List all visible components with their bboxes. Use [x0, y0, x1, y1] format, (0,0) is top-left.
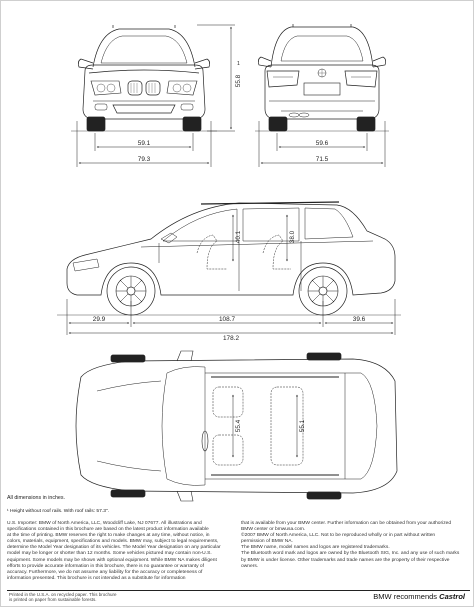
legal-line: accuracy. Furthermore, we do not assume …	[7, 569, 203, 575]
footer-legal: Printed in the U.S.A. on recycled paper.…	[9, 592, 239, 603]
footer-line: is printed on paper from sustainable for…	[9, 597, 97, 603]
legal-line: owners.	[241, 563, 259, 569]
dim-rear-overhang: 39.6	[353, 316, 366, 323]
dim-front-width: 79.3	[138, 156, 151, 163]
legal-line: that is available from your BMW center. …	[241, 521, 452, 526]
note-all-dimensions: All dimensions in inches.	[7, 495, 65, 501]
legal-line: ©2007 BMW of North America, LLC. Not to …	[241, 533, 436, 539]
dim-rear-track: 59.6	[316, 140, 329, 147]
legal-line: equipment. Some models may be shown with…	[7, 557, 217, 563]
dim-rear-shoulder: 55.1	[299, 419, 306, 432]
legal-line: by BMW is under license. Other trademark…	[241, 557, 450, 563]
dim-front-headroom: 40.1	[235, 230, 242, 243]
legal-line: The Bluetooth word mark and logos are ow…	[241, 551, 460, 557]
dim-wheelbase: 108.7	[219, 316, 235, 323]
dim-height: 55.8	[235, 74, 242, 87]
rear-view-drawing	[255, 24, 389, 132]
side-view-drawing	[57, 201, 401, 316]
legal-line: at the time of printing. BMW reserves th…	[7, 533, 210, 539]
footer-rule	[7, 590, 470, 591]
legal-line: determine the Model Year designation of …	[7, 545, 221, 551]
front-view-drawing	[71, 25, 217, 132]
legal-line: The BMW name, model names and logos are …	[241, 545, 390, 551]
legal-line: permission of BMW NA.	[241, 539, 293, 545]
legal-line: specifications contained in this brochur…	[7, 527, 209, 533]
note-height-footnote: ¹ Height without roof rails. With roof r…	[7, 509, 110, 514]
legal-line: BMW center or bmwusa.com.	[241, 527, 306, 533]
legal-left: U.S. Importer: BMW of North America, LLC…	[7, 521, 235, 582]
castrol-logo: Castrol	[439, 592, 465, 601]
legal-right: that is available from your BMW center. …	[241, 521, 469, 570]
dim-front-shoulder: 55.4	[235, 419, 242, 432]
bmw-recommends-text: BMW recommends	[373, 592, 438, 601]
brand-line: BMW recommends Castrol	[373, 592, 465, 601]
legal-line: model may be longer or shorter than 12 m…	[7, 551, 212, 557]
dim-rear-headroom: 38.0	[289, 230, 296, 243]
dim-rear-width: 71.5	[316, 156, 329, 163]
legal-line: U.S. Importer: BMW of North America, LLC…	[7, 521, 202, 526]
legal-line: efforts to provide accurate information …	[7, 563, 204, 569]
dim-front-track: 59.1	[138, 140, 151, 147]
dim-overall-length: 178.2	[223, 335, 239, 342]
legal-line: information presented. This brochure is …	[7, 575, 186, 581]
dim-height-note-mark: 1	[237, 61, 240, 67]
top-view-drawing	[75, 350, 398, 502]
footer-line: Printed in the U.S.A. on recycled paper.…	[9, 592, 117, 597]
legal-line: colors, materials, equipment, specificat…	[7, 539, 219, 545]
dim-front-overhang: 29.9	[93, 316, 106, 323]
